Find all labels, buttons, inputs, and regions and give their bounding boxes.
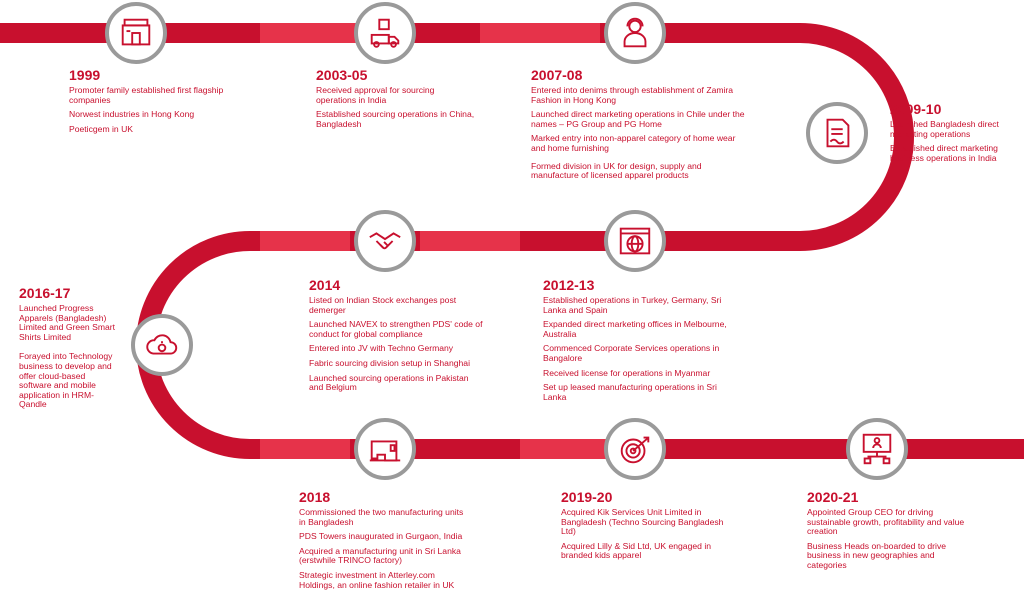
milestone-item: Received approval for sourcing operation… <box>316 85 435 105</box>
node-2018 <box>354 418 416 480</box>
milestone-year: 2009-10 <box>890 101 942 117</box>
node-2009-10 <box>806 102 868 164</box>
node-2020-21 <box>846 418 908 480</box>
milestone-item: Established operations in Turkey, German… <box>543 295 722 315</box>
milestone-year: 2018 <box>299 489 331 505</box>
milestone-2009-10: 2009-10 Launched Bangladesh direct marke… <box>890 101 1020 168</box>
milestone-2014: 2014 Listed on Indian Stock exchanges po… <box>309 277 484 398</box>
milestone-item: Received license for operations in Myanm… <box>543 367 711 378</box>
milestone-item: Commissioned the two manufacturing units… <box>299 507 464 527</box>
org-presentation-icon <box>862 433 892 465</box>
milestone-item: Launched direct marketing operations in … <box>531 109 745 129</box>
node-2019-20 <box>604 418 666 480</box>
milestone-item: Launched sourcing operations in Pakistan… <box>309 372 469 393</box>
milestone-item: Launched Bangladesh direct marketing ope… <box>890 119 999 139</box>
milestone-2003-05: 2003-05 Received approval for sourcing o… <box>316 67 476 134</box>
milestone-2007-08: 2007-08 Entered into denims through esta… <box>531 67 746 186</box>
milestone-item: Promoter family established first flagsh… <box>69 85 224 105</box>
milestone-year: 2019-20 <box>561 489 613 505</box>
milestone-item: Established direct marketing business op… <box>890 143 998 163</box>
milestone-year: 1999 <box>69 67 101 83</box>
globe-web-icon <box>619 227 651 255</box>
milestone-item: Poeticgem in UK <box>69 123 134 134</box>
handshake-icon <box>369 232 401 250</box>
milestone-item: Fabric sourcing division setup in Shangh… <box>309 357 470 368</box>
cloud-gear-icon <box>146 334 178 355</box>
milestone-item: Acquired Kik Services Unit Limited in Ba… <box>561 507 724 537</box>
milestone-item: PDS Towers inaugurated in Gurgaon, India <box>299 531 463 542</box>
milestone-item: Marked entry into non-apparel category o… <box>531 133 736 153</box>
delivery-truck-icon <box>370 18 400 48</box>
milestone-year: 2012-13 <box>543 277 595 293</box>
milestone-item: Strategic investment in Atterley.com Hol… <box>299 569 455 590</box>
milestone-2020-21: 2020-21 Appointed Group CEO for driving … <box>807 489 967 576</box>
node-2014 <box>354 210 416 272</box>
milestone-item: Commenced Corporate Services operations … <box>543 343 720 363</box>
sewing-machine-icon <box>369 440 401 462</box>
milestone-2019-20: 2019-20 Acquired Kik Services Unit Limit… <box>561 489 726 566</box>
milestone-year: 2003-05 <box>316 67 368 83</box>
milestone-2012-13: 2012-13 Established operations in Turkey… <box>543 277 728 407</box>
milestone-item: Launched NAVEX to strengthen PDS' code o… <box>309 319 483 339</box>
node-2007-08 <box>604 2 666 64</box>
milestone-item: Set up leased manufacturing operations i… <box>543 382 717 402</box>
milestone-year: 2007-08 <box>531 67 583 83</box>
milestone-item: Launched Progress Apparels (Bangladesh) … <box>19 303 116 342</box>
milestone-item: Acquired Lilly & Sid Ltd, UK engaged in … <box>561 540 712 561</box>
milestone-item: Expanded direct marketing offices in Mel… <box>543 319 727 339</box>
target-arrow-icon <box>620 436 650 464</box>
milestone-1999: 1999 Promoter family established first f… <box>69 67 239 139</box>
storefront-icon <box>121 18 151 46</box>
milestone-2018: 2018 Commissioned the two manufacturing … <box>299 489 464 595</box>
milestone-2016-17: 2016-17 Launched Progress Apparels (Bang… <box>19 285 119 415</box>
milestone-item: Listed on Indian Stock exchanges post de… <box>309 295 457 315</box>
milestone-year: 2016-17 <box>19 285 71 301</box>
milestone-item: Established sourcing operations in China… <box>316 109 475 129</box>
milestone-year: 2014 <box>309 277 341 293</box>
milestone-item: Norwest industries in Hong Kong <box>69 109 195 120</box>
milestone-item: Acquired a manufacturing unit in Sri Lan… <box>299 545 461 566</box>
node-2016-17 <box>131 314 193 376</box>
milestone-item: Formed division in UK for design, supply… <box>531 160 702 181</box>
headset-agent-icon <box>623 17 647 48</box>
milestone-item: Forayed into Technology business to deve… <box>19 351 113 410</box>
milestone-item: Entered into denims through establishmen… <box>531 85 734 105</box>
node-2003-05 <box>354 2 416 64</box>
node-2012-13 <box>604 210 666 272</box>
milestone-item: Entered into JV with Techno Germany <box>309 343 454 354</box>
node-1999 <box>105 2 167 64</box>
contract-signing-icon <box>826 118 850 148</box>
milestone-item: Business Heads on-boarded to drive busin… <box>807 540 947 570</box>
milestone-year: 2020-21 <box>807 489 859 505</box>
milestone-item: Appointed Group CEO for driving sustaina… <box>807 507 965 537</box>
